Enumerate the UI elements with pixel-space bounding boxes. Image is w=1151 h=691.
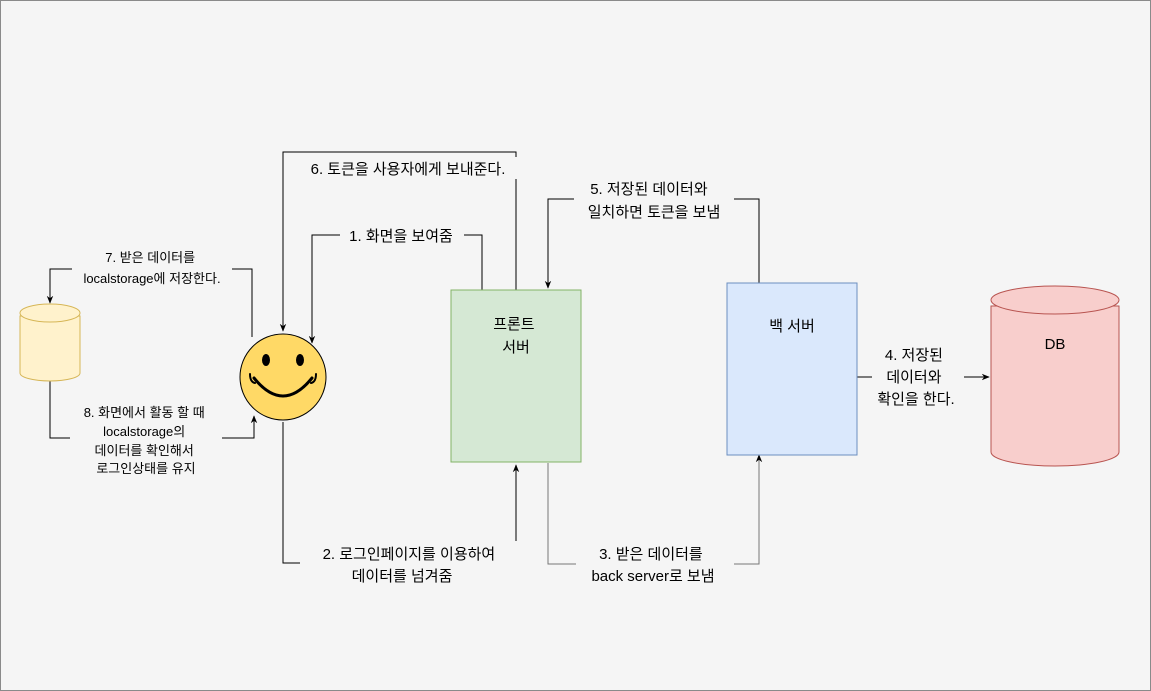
smiley-face-icon	[239, 333, 327, 421]
db-cylinder-top	[990, 285, 1120, 315]
front-server-box	[450, 289, 582, 463]
back-server-label: 백 서버	[769, 318, 815, 335]
edge-5-label-bg	[574, 177, 734, 221]
back-server-node[interactable]: 백 서버	[726, 282, 858, 456]
edge-6-label-bg	[295, 157, 521, 179]
edge-8-label-bg	[70, 400, 222, 478]
edge-2-label: 2. 로그인페이지를 이용하여 데이터를 넘겨줌	[323, 546, 500, 585]
edge-7-label-bg	[72, 246, 232, 288]
front-server-node[interactable]: 프론트 서버	[450, 289, 582, 463]
localstorage-cylinder-top	[19, 303, 81, 323]
edge-3-label: 3. 받은 데이터를 back server로 보냄	[591, 546, 714, 585]
front-server-label: 프론트 서버	[493, 316, 539, 356]
user-node[interactable]	[239, 333, 327, 421]
db-cylinder-body	[990, 305, 1120, 467]
edge-5-label: 5. 저장된 데이터와 일치하면 토큰을 보냄	[588, 181, 721, 221]
back-server-box	[726, 282, 858, 456]
localstorage-node[interactable]	[19, 303, 81, 382]
localstorage-cylinder-body	[19, 315, 81, 382]
db-label: DB	[1045, 336, 1066, 353]
edge-2-label-bg	[300, 541, 522, 585]
db-node[interactable]: DB	[990, 285, 1120, 467]
edge-1-label-bg	[340, 226, 464, 246]
edge-4-label-bg	[872, 343, 964, 409]
edge-6-line	[279, 151, 517, 332]
edge-6-label: 6. 토큰을 사용자에게 보내준다.	[311, 161, 506, 178]
edge-4-label: 4. 저장된 데이터와 확인을 한다.	[877, 347, 954, 408]
edge-7-label: 7. 받은 데이터를 localstorage에 저장한다.	[83, 250, 220, 286]
edge-8-label: 8. 화면에서 활동 할 때 localstorage의 데이터를 확인해서 로…	[84, 405, 209, 476]
edge-3-label-bg	[576, 541, 734, 585]
edge-1-label: 1. 화면을 보여줌	[349, 228, 453, 245]
